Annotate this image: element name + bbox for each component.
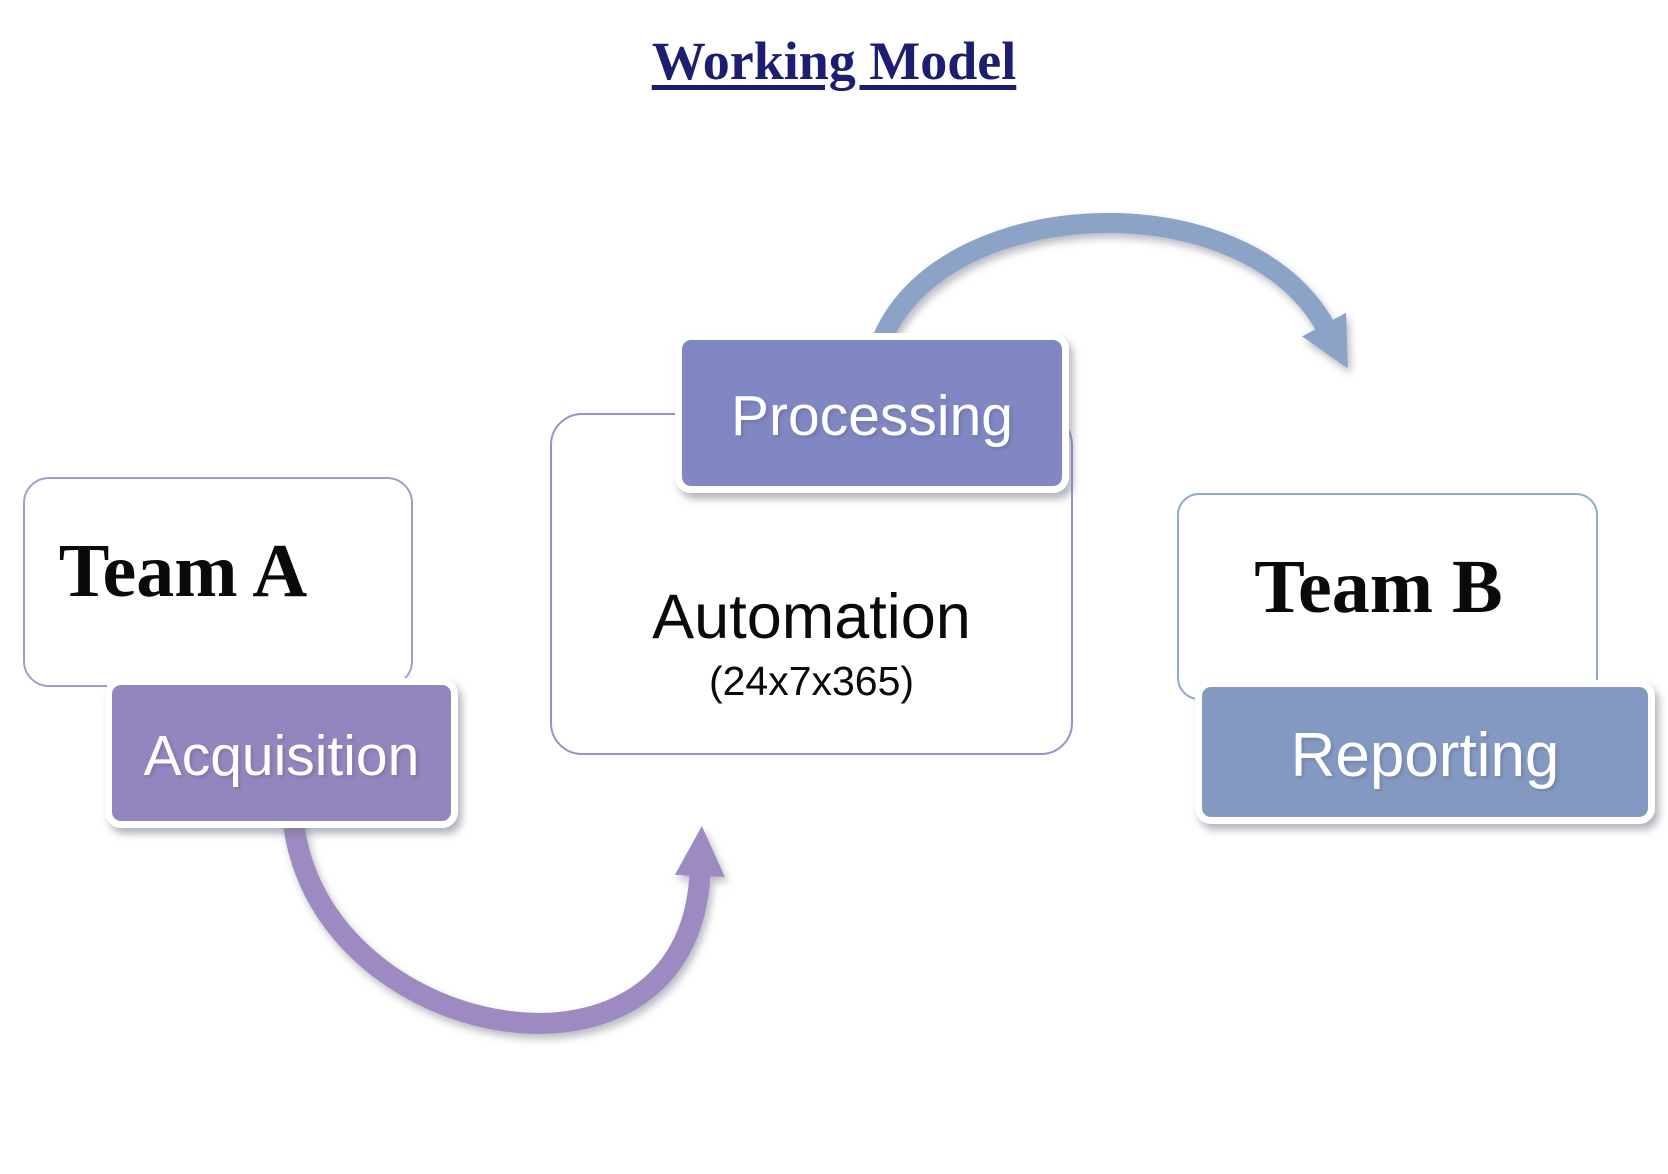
reporting-badge: Reporting [1195,680,1655,824]
team-b-box: Team B [1177,493,1598,700]
processing-badge: Processing [675,333,1069,493]
acquisition-label: Acquisition [143,724,420,788]
team-a-label: Team A [58,528,308,613]
processing-label: Processing [731,384,1013,448]
team-a-box: Team A [23,477,413,687]
automation-schedule-label: (24x7x365) [708,658,915,704]
team-b-label: Team B [1254,545,1503,629]
title-container: Working Model [0,30,1668,92]
arrow-acquisition-to-automation [281,799,725,1034]
page-title: Working Model [651,31,1017,91]
reporting-label: Reporting [1290,720,1560,790]
automation-label: Automation [652,581,971,652]
acquisition-badge: Acquisition [105,678,458,828]
